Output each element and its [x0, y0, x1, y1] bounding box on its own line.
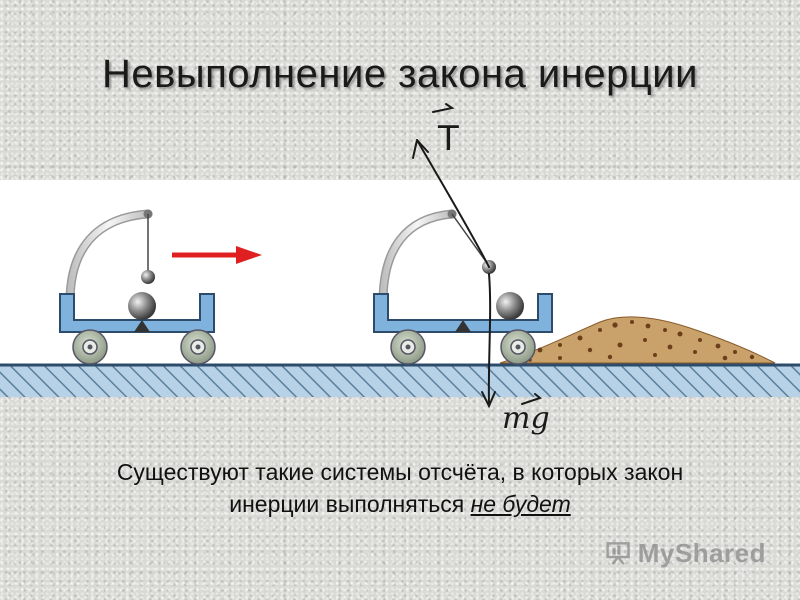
caption-line-2: инерции выполняться не будет [0, 488, 800, 520]
pendulum-bob [141, 270, 155, 284]
cart-ball [128, 292, 156, 320]
cart-stopped [373, 209, 553, 365]
tension-label: T [437, 119, 459, 159]
gravity-label: mg [502, 401, 550, 436]
cart-moving [59, 209, 216, 365]
page-number: 18 [736, 565, 749, 577]
gravity-vector [481, 273, 543, 409]
presentation-board-icon [606, 542, 630, 565]
cart-ball-2 [496, 292, 524, 320]
wheel-left [72, 329, 108, 365]
wheel-left-2 [390, 329, 426, 365]
cart-body [59, 293, 215, 333]
wheel-right-2 [500, 329, 536, 365]
caption-line-2-prefix: инерции выполняться [229, 491, 471, 517]
watermark-logo: MyShared [606, 536, 766, 570]
pendulum-string-deflected [451, 213, 488, 264]
logo-text: MyShared [637, 537, 766, 568]
cart-pivot [134, 320, 150, 332]
caption: Существуют такие системы отсчёта, в кото… [0, 456, 800, 520]
ground-hatch [0, 365, 800, 397]
slide-title: Невыполнение закона инерции [102, 52, 698, 96]
caption-emphasis: не будет [470, 491, 571, 517]
caption-line-1: Существуют такие системы отсчёта, в кото… [116, 459, 684, 485]
wheel-right [180, 329, 216, 365]
tension-vector [412, 103, 490, 268]
velocity-arrow [172, 246, 262, 264]
